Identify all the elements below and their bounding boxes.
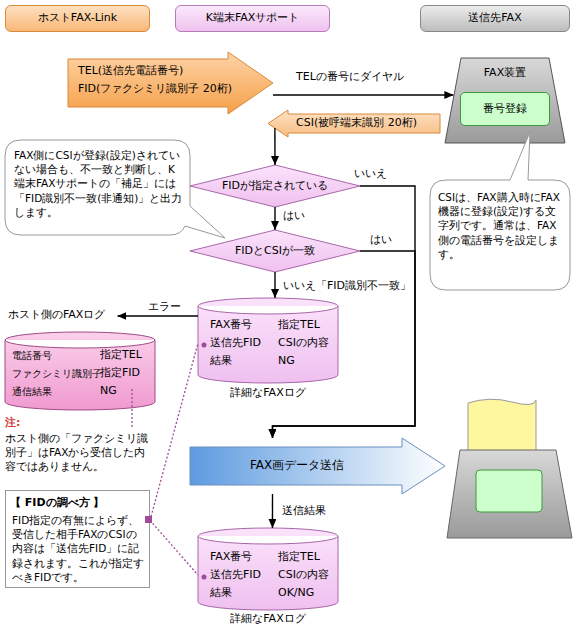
text-wrap: FIDとCSIが一致 (190, 230, 360, 272)
fax-machine-panel (476, 470, 542, 512)
node-text: CSIは、FAX購入時にFAX機器に登録(設定)する文字列です。通常は、FAX側… (438, 190, 564, 261)
edge-label: TELの番号にダイヤル (296, 70, 404, 84)
node-text: FIDが指定されている (222, 179, 328, 193)
text-wrap: 番号登録 (461, 93, 549, 125)
node-text: CSI(被呼端末識別 20桁) (296, 116, 440, 130)
node-shape (68, 52, 273, 114)
send-arrow: FAX画データ送信 (190, 438, 445, 494)
node-shape (190, 438, 445, 494)
node-text: 送信先FID (210, 336, 278, 350)
text-wrap: ホストFAX-Link (6, 6, 149, 31)
data-arrow: TEL(送信先電話番号) FID(ファクシミリ識別子 20桁) (68, 52, 273, 114)
edge-label: はい (370, 233, 392, 247)
flow-arrow (272, 494, 273, 528)
edge-label: はい (283, 209, 305, 223)
node-text: 送信先FID (210, 568, 278, 582)
system-header: K端末FAXサポート (175, 5, 330, 32)
node-text: 【 FIDの調べ方 】 (10, 496, 147, 510)
node-text: FIDとCSIが一致 (235, 244, 315, 258)
node-text: TEL(送信先電話番号) (78, 64, 253, 78)
node-text: 詳細なFAXログ (198, 612, 338, 626)
node-text: 指定FID (100, 366, 154, 380)
node-text: 詳細なFAXログ (198, 386, 338, 400)
text-wrap: 送信先FAX (421, 6, 569, 31)
node-text: 指定TEL (278, 318, 336, 332)
node-text: FAX番号 (210, 550, 278, 564)
note-heading: 注: (5, 416, 45, 430)
node-text: 指定TEL (100, 348, 154, 362)
flow-arrow (272, 251, 415, 438)
node-text: NG (278, 354, 336, 368)
flow-arrow (274, 272, 275, 298)
fax-device: FAX装置番号登録 (445, 58, 565, 143)
fax-machine-body (447, 450, 572, 538)
decision-diamond: FIDが指定されている (190, 165, 360, 207)
node-text: ホスト側のFAXログ (8, 308, 153, 322)
node-shape (198, 298, 338, 383)
node-text: CSIの内容 (278, 568, 336, 582)
system-header: ホストFAX-Link (5, 5, 150, 32)
node-shape (190, 165, 360, 207)
node-shape (198, 528, 338, 610)
leader-line (150, 520, 198, 575)
fax-paper (468, 399, 536, 455)
flow-arrow (272, 186, 415, 438)
node-text: FAX番号 (210, 318, 278, 332)
edge-label: 送信結果 (282, 504, 326, 518)
log-cylinder: FAX番号指定TEL送信先FIDCSIの内容結果OK/NG 詳細なFAXログ (198, 528, 338, 625)
registration-box: 番号登録 (460, 92, 550, 126)
callout-bubble: FAX側にCSIが登録(設定)されていない場合も、不一致と判断し、K端末FAXサ… (5, 140, 190, 235)
decision-diamond: FIDとCSIが一致 (190, 230, 360, 272)
flow-arrow (273, 94, 453, 95)
node-text: NG (100, 384, 154, 398)
node-text: FAX装置 (445, 66, 565, 80)
log-cylinder: FAX番号指定TEL送信先FIDCSIの内容結果NG 詳細なFAXログ (198, 298, 338, 398)
leader-line (150, 343, 198, 520)
node-text: FID(ファクシミリ識別子 20桁) (78, 82, 253, 96)
node-text: 指定TEL (278, 550, 336, 564)
node-text: 送信先FAX (468, 11, 521, 25)
node-shape (268, 110, 440, 137)
node-shape (445, 58, 565, 143)
edge-label: いいえ (354, 167, 387, 181)
callout-bubble: CSIは、FAX購入時にFAX機器に登録(設定)する文字列です。通常は、FAX側… (430, 180, 570, 290)
node-text: FID指定の有無によらず、受信した相手FAXのCSIの内容は「送信先FID」に記… (12, 513, 147, 584)
node-text: FAX画データ送信 (227, 458, 367, 474)
edge-label: エラー (148, 300, 181, 314)
node-text: 通信結果 (12, 385, 98, 399)
node-text: ファクシミリ識別子 (12, 367, 98, 381)
node-shape (190, 230, 360, 272)
data-arrow: CSI(被呼端末識別 20桁) (268, 110, 440, 137)
system-header: 送信先FAX (420, 5, 570, 32)
node-text: 結果 (210, 586, 278, 600)
text-wrap: K端末FAXサポート (176, 6, 329, 31)
node-text: 番号登録 (483, 102, 527, 116)
node-text: K端末FAXサポート (206, 11, 300, 25)
flow-arrow (118, 315, 199, 316)
node-text: CSIの内容 (278, 336, 336, 350)
host-log-cylinder: ホスト側のFAXログ電話番号指定TELファクシミリ識別子指定FID通信結果NG (5, 308, 155, 413)
edge-label: いいえ「FID識別不一致」 (283, 279, 411, 293)
node-shape (5, 332, 155, 410)
node-text: FAX側にCSIが登録(設定)されていない場合も、不一致と判断し、K端末FAXサ… (14, 148, 184, 219)
node-text: 電話番号 (12, 349, 98, 363)
flow-arrow (274, 128, 276, 165)
node-shape (5, 140, 225, 238)
text-wrap: FIDが指定されている (190, 165, 360, 207)
node-text: ホストFAX-Link (38, 11, 117, 25)
flow-arrow (274, 207, 275, 230)
node-text: 結果 (210, 354, 278, 368)
note-box: 【 FIDの調べ方 】 FID指定の有無によらず、受信した相手FAXのCSIの内容… (5, 490, 150, 588)
note-text: ホスト側の「ファクシミリ識別子」はFAXから受信した内容ではありません。 (5, 431, 155, 474)
node-shape (430, 132, 570, 290)
node-text: OK/NG (278, 586, 336, 600)
